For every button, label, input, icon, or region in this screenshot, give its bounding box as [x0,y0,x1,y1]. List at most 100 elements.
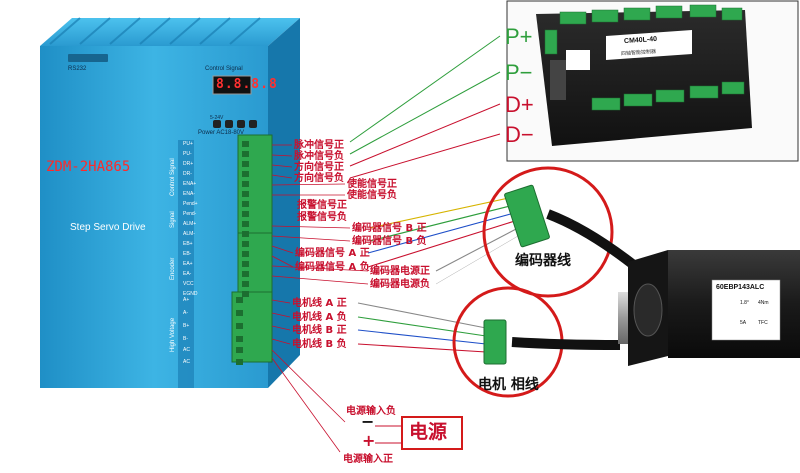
motor-boss [633,283,663,337]
label-pulse-neg: 脉冲信号负 [294,151,344,162]
power-box-label: 电源 [409,421,448,443]
label-power-in-neg: 电源输入负 [346,406,396,417]
signal-d-minus: D− [505,122,534,147]
pin-label: Pend+ [183,201,198,207]
signal-p-plus: P+ [505,24,533,49]
pin-label: PU- [183,151,192,157]
led-display [212,75,252,95]
driver-model: ZDM-2HA865 [46,159,131,175]
label-enc-pwr-neg: 编码器电源负 [370,279,430,290]
terminal-screw [242,241,249,247]
pin-label: A- [183,310,188,316]
terminal-screw [242,191,249,197]
motion-controller [506,0,799,162]
label-enc-b-pos: 编码器信号 B 正 [352,223,427,234]
pin-label: DR- [183,171,192,177]
power-plus-sign: + [362,431,376,450]
heatsink-fins [49,17,261,45]
terminal-screw [242,231,249,237]
pin-label: EB+ [183,241,193,247]
terminal-screw [242,291,249,297]
pin-label: EGND [183,291,198,297]
stepper-motor [618,250,800,366]
pin-label: DR+ [183,161,194,167]
terminal-screw [242,181,249,187]
pin-label: Pend- [183,211,197,217]
section-encoder-label: Encoder [170,257,176,280]
encoder-connector [482,166,644,298]
driver-top-face [40,18,300,46]
motor-phase-caption: 电机 相线 [478,377,539,393]
controller-terminals [544,4,745,111]
label-motor-b-neg: 电机线 B 负 [292,339,347,350]
terminal-screw [242,221,249,227]
motor-plug [483,319,507,365]
label-motor-a-neg: 电机线 A 负 [292,312,347,323]
pin-label: EA+ [183,261,193,267]
motor-label [711,279,781,341]
motor-connector [452,286,621,398]
terminal-screw [242,171,249,177]
servo-driver [40,17,300,388]
pin-label: EA- [183,271,192,277]
label-pulse-pos: 脉冲信号正 [294,140,344,151]
label-motor-b-pos: 电机线 B 正 [292,325,347,336]
section-signal-label: Signal [170,211,176,228]
encoder-highlight-circle [482,166,614,298]
rs232-port [68,54,108,62]
power-input [375,416,463,450]
controller-logo-plate [566,50,590,70]
controller-body [536,10,752,146]
pin-label: ENA- [183,191,195,197]
terminal-screw [242,281,249,287]
pin-label: ALM+ [183,221,197,227]
terminal-screw [236,323,243,329]
pin-label-strip [178,140,194,388]
encoder-wire-caption: 编码器线 [515,253,571,269]
motor-spec-tfc: TFC [758,320,768,326]
section-hv-label: High Voltage [170,317,176,352]
terminal-screw [242,141,249,147]
label-enc-pwr-pos: 编码器电源正 [370,266,430,277]
power-minus-sign: − [361,412,375,431]
driver-side-face [268,18,300,388]
label-dir-neg: 方向信号负 [294,173,344,184]
controller-label-plate [606,30,692,60]
rs232-label: RS232 [68,66,87,72]
section-control-label: Control Signal [170,158,176,196]
terminal-screw [236,297,243,303]
pin-label: VCC [183,281,194,287]
terminal-blocks [231,134,273,365]
terminal-screw [242,261,249,267]
label-leaders [271,144,369,453]
pin-label: B+ [183,323,190,329]
pin-label: PU+ [183,141,193,147]
terminal-screw [242,201,249,207]
power-box [401,416,463,450]
pin-label: ENA+ [183,181,197,187]
label-enc-a-pos: 编码器信号 A 正 [295,248,370,259]
terminal-screw [242,211,249,217]
db-connector [550,60,566,100]
pin-label: EB- [183,251,192,257]
signal-d-plus: D+ [505,92,534,117]
terminal-screw [242,251,249,257]
label-motor-a-pos: 电机线 A 正 [292,298,347,309]
led-display-digits: 8.8.8.8 [216,77,278,92]
driver-name: Step Servo Drive [70,222,146,233]
motor-cable [511,337,621,350]
label-alarm-pos: 报警信号正 [297,200,347,211]
label-ena-pos: 使能信号正 [347,179,397,190]
label-ena-neg: 使能信号负 [347,190,397,201]
motor-torque: 4Nm [758,300,769,306]
terminal-screw [236,310,243,316]
voltage-label: 5-24V [210,115,224,121]
terminal-screw [242,151,249,157]
motor-current: 5A [740,320,747,326]
pin-label: AC [183,347,190,353]
terminal-screw [236,347,243,353]
label-dir-pos: 方向信号正 [294,162,344,173]
terminal-screw [242,161,249,167]
motor-model: 60EBP143ALC [716,284,765,291]
